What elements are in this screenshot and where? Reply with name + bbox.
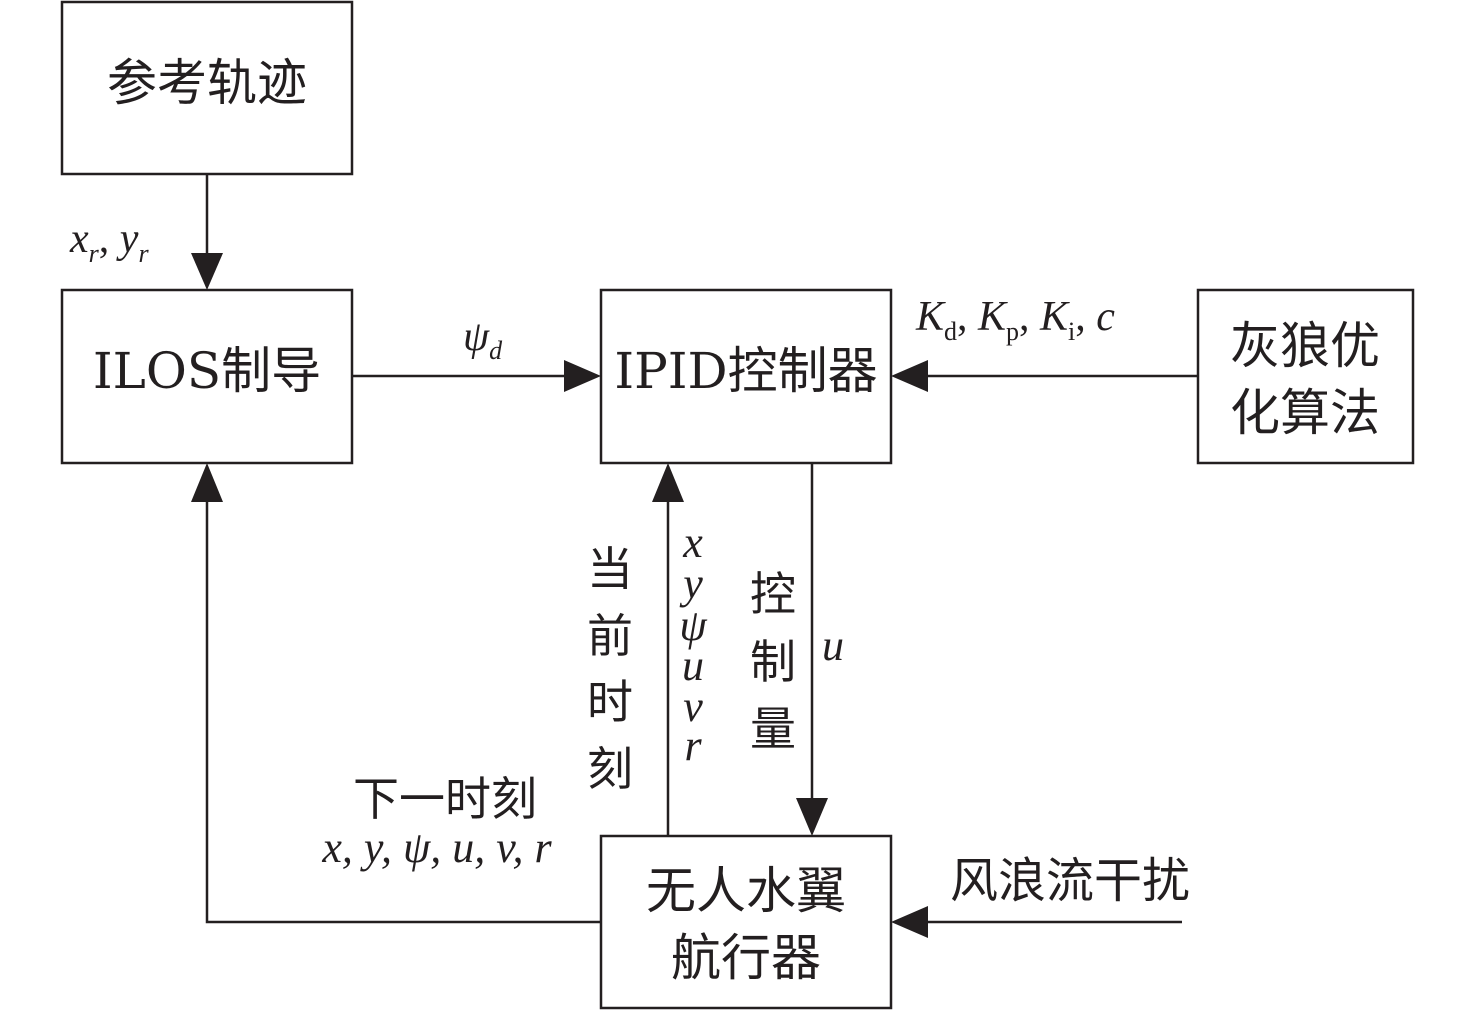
gwo-label-line2: 化算法 [1230,384,1380,442]
ilos-guidance-box [60,288,354,465]
current-state-r: r [684,721,702,770]
current-state-y: y [679,559,703,608]
control-label-char-2: 制 [750,635,796,689]
desired-heading-label: ψd [463,314,503,365]
gwo-algorithm-box [1196,288,1415,465]
current-state-u: u [682,641,704,690]
ipid-controller-label: IPID控制器 [614,342,877,400]
reference-trajectory-box [60,0,354,176]
current-state-psi: ψ [679,601,707,650]
reference-trajectory-label: 参考轨迹 [107,54,307,112]
control-label-char-3: 量 [750,702,796,756]
arrowhead-into-vehicle [796,798,828,836]
vehicle-label-line1: 无人水翼 [646,862,846,920]
edge-vehicle-to-ilos [205,500,601,924]
arrowhead-into-ipid [564,360,601,392]
current-label-char-2: 前 [587,609,633,663]
ilos-guidance-label: ILOS制导 [93,342,321,400]
arrowhead-into-ilos [191,253,223,290]
arrowhead-gwo-into-ipid [891,360,928,392]
ipid-controller-box [599,288,893,465]
gwo-label-line1: 灰狼优 [1230,317,1380,375]
current-label-char-1: 当 [587,542,633,596]
current-state-v: v [683,682,703,731]
next-moment-label: 下一时刻 [353,772,537,826]
control-input-u: u [822,621,844,670]
current-label-char-4: 刻 [587,742,633,796]
arrowhead-state-into-ipid [652,463,684,502]
next-state-label: x, y, ψ, u, v, r [321,823,552,872]
reference-output-label: xr, yr [69,216,149,268]
arrowhead-feedback-into-ilos [191,463,223,502]
vehicle-label-line2: 航行器 [671,929,821,987]
vehicle-box [599,834,893,1010]
current-state-x: x [682,518,703,567]
pid-gains-label: Kd, Kp, Ki, c [915,294,1115,346]
control-label-char-1: 控 [750,567,796,621]
arrowhead-disturbance-into-vehicle [891,906,928,938]
current-label-char-3: 时 [587,675,633,729]
disturbance-label: 风浪流干扰 [950,853,1190,909]
